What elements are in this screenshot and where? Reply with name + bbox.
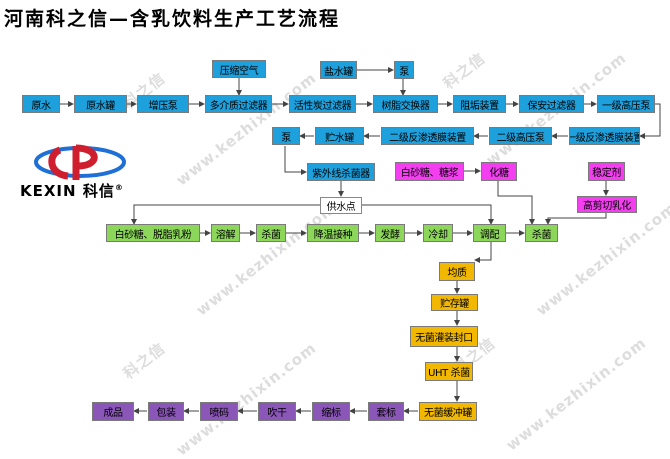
node-gongshuidian: 供水点 xyxy=(320,197,362,214)
kexin-logo-icon xyxy=(34,144,126,180)
node-wendingji: 稳定剂 xyxy=(588,162,625,181)
arrow xyxy=(545,213,607,225)
node-ziwaixian: 紫外线杀菌器 xyxy=(307,163,375,181)
node-beng-top: 泵 xyxy=(394,61,414,79)
node-duojiezhi: 多介质过滤器 xyxy=(205,95,272,113)
node-chuigan: 吹干 xyxy=(258,402,296,421)
node-penma: 喷码 xyxy=(200,402,238,421)
node-junzhi: 均质 xyxy=(439,262,475,281)
node-yiji-gaoya: 一级高压泵 xyxy=(597,95,655,113)
arrow xyxy=(639,103,661,139)
node-rongjie: 溶解 xyxy=(211,224,240,242)
arrow xyxy=(284,146,307,175)
node-shuzhi: 树脂交换器 xyxy=(373,95,438,113)
node-yasuokongqi: 压缩空气 xyxy=(212,60,266,78)
arrow xyxy=(474,242,492,263)
node-zhushuiguan: 贮水罐 xyxy=(315,127,364,145)
node-huatang: 化糖 xyxy=(481,162,517,181)
node-taobiao: 套标 xyxy=(368,402,404,421)
arrow xyxy=(362,204,494,225)
node-uht: UHT 杀菌 xyxy=(425,362,473,381)
node-zugou: 阻垢装置 xyxy=(453,95,506,113)
node-tiaopei: 调配 xyxy=(473,224,506,242)
node-lengque: 冷却 xyxy=(423,224,453,242)
node-baozhuang: 包装 xyxy=(148,402,184,421)
node-shajun2: 杀菌 xyxy=(525,224,558,242)
node-suobiao: 缩标 xyxy=(312,402,350,421)
node-yanshuiguan: 盐水罐 xyxy=(320,61,357,79)
node-shajun1: 杀菌 xyxy=(256,224,286,242)
node-erji-gaoya: 二级高压泵 xyxy=(489,127,552,145)
node-chengpin: 成品 xyxy=(92,402,134,421)
node-huoxingtan: 活性炭过滤器 xyxy=(289,95,356,113)
flow-connectors xyxy=(60,67,661,414)
node-wujun-huanchong: 无菌缓冲罐 xyxy=(419,402,477,421)
node-beng-mid: 泵 xyxy=(272,127,300,145)
node-gaojian: 高剪切乳化 xyxy=(577,196,637,213)
arrow xyxy=(497,181,535,225)
node-yuanshui: 原水 xyxy=(22,95,60,113)
node-jiangwen: 降温接种 xyxy=(307,224,359,242)
node-yiji-fanshentou: 一级反渗透膜装置 xyxy=(569,127,640,145)
node-baishatang-tangjiang: 白砂糖、糖浆 xyxy=(395,162,464,181)
logo-brand: KEXIN 科信® xyxy=(20,182,124,200)
node-zengyabeng: 增压泵 xyxy=(137,95,189,113)
node-zhucunguan: 贮存罐 xyxy=(431,294,478,311)
arrow xyxy=(131,204,320,225)
page-title: 河南科之信—含乳饮料生产工艺流程 xyxy=(4,8,341,30)
node-baishatang-tuozhi: 白砂糖、脱脂乳粉 xyxy=(106,224,200,242)
node-erji-fanshentou: 二级反渗透膜装置 xyxy=(381,127,474,145)
node-wujun-guanzhuang: 无菌灌装封口 xyxy=(410,326,478,347)
node-yuanshuiguan: 原水罐 xyxy=(74,95,127,113)
node-fajiao: 发酵 xyxy=(375,224,405,242)
node-baoan: 保安过滤器 xyxy=(519,95,584,113)
